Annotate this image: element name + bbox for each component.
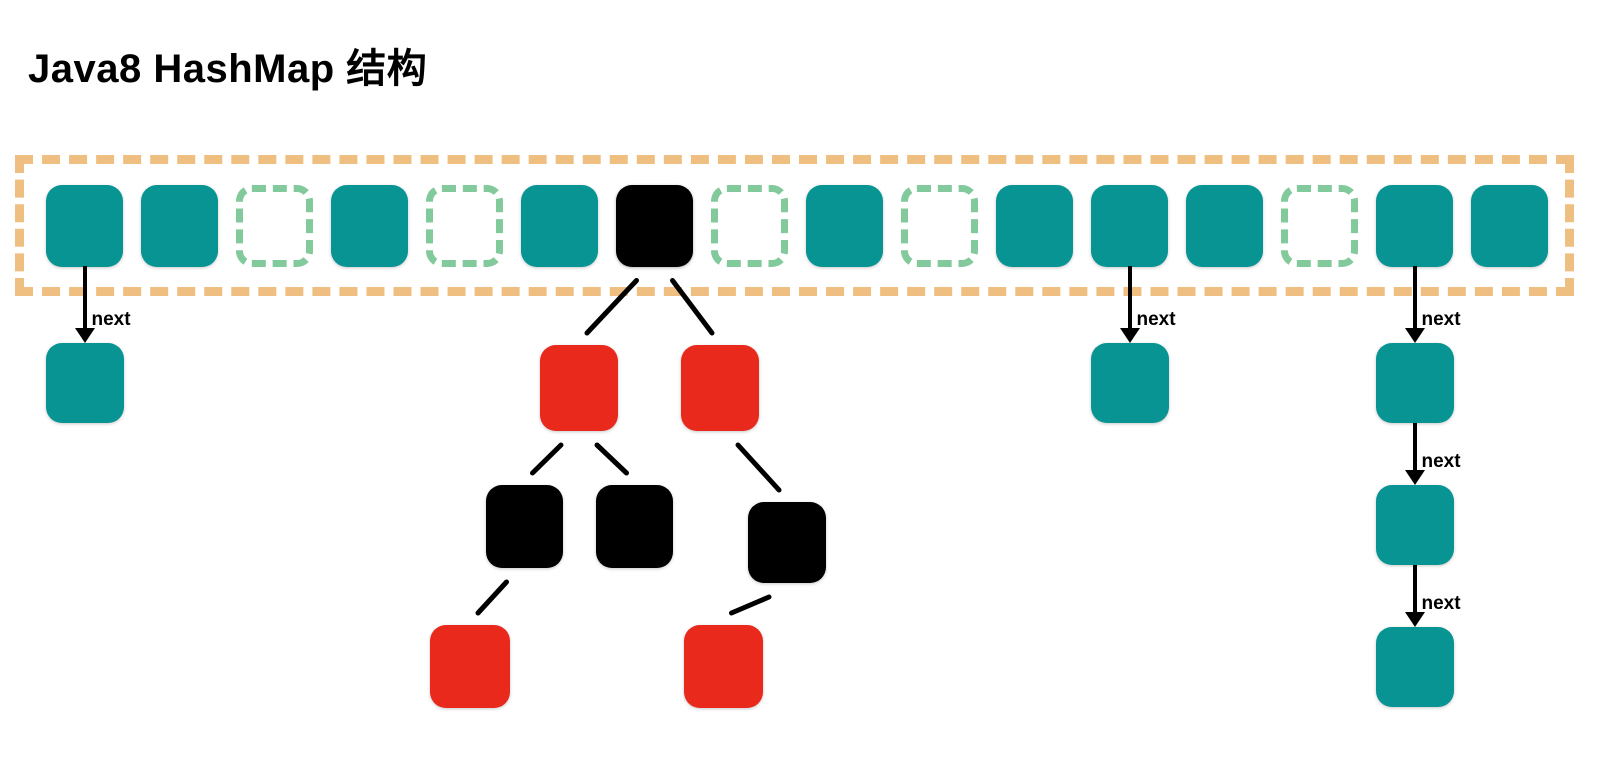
arrow-shaft: [1412, 423, 1417, 470]
next-label: next: [1421, 593, 1461, 614]
tree-edge-R-RR: [735, 442, 782, 493]
arrow-shaft: [1127, 266, 1132, 328]
next-pointer-arrow-icon: next: [1375, 423, 1461, 485]
tree-edge-LL-LLL: [475, 579, 509, 616]
next-pointer-arrow-icon: next: [45, 266, 131, 343]
bucket-slot-10-occupied: [996, 184, 1073, 267]
list-entry-node: [1090, 343, 1169, 423]
tree-node-red-LLL: [430, 625, 510, 708]
next-label: next: [1421, 451, 1461, 472]
bucket-slot-4-empty: [426, 184, 503, 267]
tree-node-black-LL: [486, 485, 563, 568]
linked-list-bucket-0: next: [45, 266, 131, 423]
arrow-head-icon: [74, 328, 95, 343]
tree-node-red-RRL: [684, 625, 763, 708]
arrow-head-icon: [1404, 328, 1425, 343]
next-label: next: [1136, 309, 1176, 330]
list-entry-node: [45, 343, 124, 423]
bucket-slot-1-occupied: [141, 184, 218, 267]
next-pointer-arrow-icon: next: [1375, 565, 1461, 627]
arrow-head-icon: [1119, 328, 1140, 343]
linked-list-bucket-14: next next next: [1375, 266, 1461, 707]
bucket-slot-9-empty: [901, 184, 978, 267]
bucket-slot-8-occupied: [806, 184, 883, 267]
hash-bucket-array: [15, 155, 1574, 296]
diagram-title: Java8 HashMap 结构: [28, 47, 428, 91]
arrow-head-icon: [1404, 612, 1425, 627]
bucket-slot-7-empty: [711, 184, 788, 267]
list-entry-node: [1375, 485, 1454, 565]
list-entry-node: [1375, 627, 1454, 707]
bucket-slot-0-occupied: [46, 184, 123, 267]
tree-node-red-L: [540, 345, 618, 431]
tree-node-black-RR: [748, 502, 826, 583]
bucket-slot-12-occupied: [1186, 184, 1263, 267]
tree-edge-RR-RRL: [729, 594, 772, 616]
bucket-slot-5-occupied: [521, 184, 598, 267]
bucket-slot-6-tree-root: [616, 184, 693, 267]
bucket-slot-3-occupied: [331, 184, 408, 267]
list-entry-node: [1375, 343, 1454, 423]
arrow-shaft: [1412, 565, 1417, 612]
bucket-slot-13-empty: [1281, 184, 1358, 267]
tree-edge-L-LR: [594, 442, 629, 476]
bucket-slot-14-occupied: [1376, 184, 1453, 267]
bucket-slot-2-empty: [236, 184, 313, 267]
tree-node-red-R: [681, 345, 759, 431]
arrow-head-icon: [1404, 470, 1425, 485]
next-pointer-arrow-icon: next: [1090, 266, 1176, 343]
next-pointer-arrow-icon: next: [1375, 266, 1461, 343]
next-label: next: [91, 309, 131, 330]
bucket-slot-15-occupied: [1471, 184, 1548, 267]
tree-node-black-LR: [596, 485, 673, 568]
next-label: next: [1421, 309, 1461, 330]
arrow-shaft: [1412, 266, 1417, 328]
tree-edge-L-LL: [530, 442, 564, 476]
linked-list-bucket-11: next: [1090, 266, 1176, 423]
bucket-slot-11-occupied: [1091, 184, 1168, 267]
arrow-shaft: [82, 266, 87, 328]
